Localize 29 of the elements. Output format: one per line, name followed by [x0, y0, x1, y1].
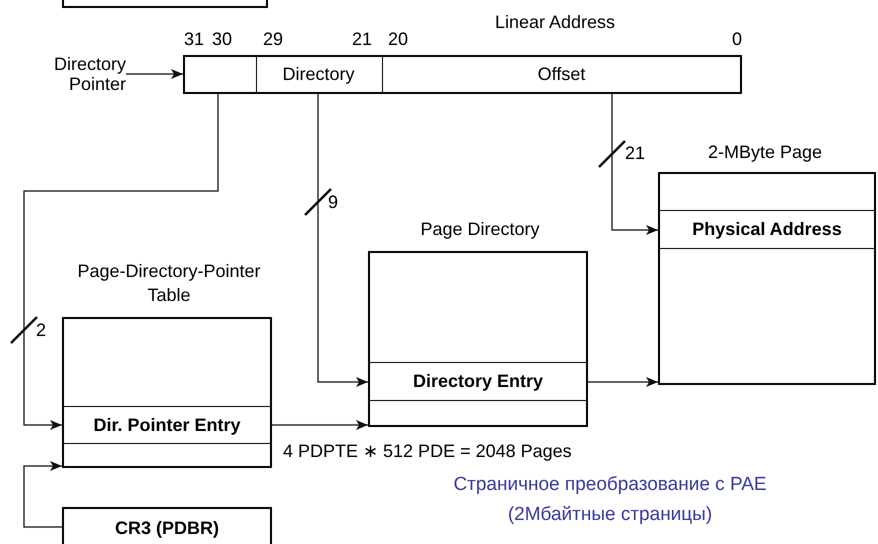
table-entry: Dir. Pointer Entry [64, 406, 270, 444]
caption: Страничное преобразование с PAE (2Мбайтные страницы) [452, 473, 768, 527]
register-box: CR3 (PDBR) [62, 507, 272, 544]
heading: Linear Address [494, 11, 616, 34]
bit-number: 29 [263, 28, 284, 50]
bit-number: 20 [388, 28, 408, 50]
bit-number: 21 [352, 28, 372, 50]
heading: 2-MByte Page [706, 141, 824, 164]
arrow [126, 69, 183, 79]
bit-number: 0 [732, 28, 742, 50]
bit-number: 31 [184, 28, 204, 50]
note: 4 PDPTE ∗ 512 PDE = 2048 Pages [283, 440, 572, 462]
arrow [272, 420, 368, 430]
text-label: Directory Pointer [4, 52, 126, 96]
edge-label: 21 [625, 143, 646, 163]
edge-label: 2 [36, 320, 46, 340]
arrow [23, 461, 62, 528]
bit-field: Offset [383, 57, 740, 92]
heading: Page-Directory-Pointer Table [76, 260, 262, 307]
arrow [588, 377, 658, 387]
edge-label: 9 [328, 192, 338, 212]
arrow [611, 94, 658, 235]
heading: Page Directory [419, 218, 541, 241]
bit-field: Directory [255, 57, 383, 92]
arrow [317, 94, 368, 387]
table-entry: Directory Entry [370, 362, 586, 401]
table-entry: Physical Address [660, 210, 874, 249]
bit-number: 30 [212, 28, 232, 50]
arrow [23, 94, 219, 430]
